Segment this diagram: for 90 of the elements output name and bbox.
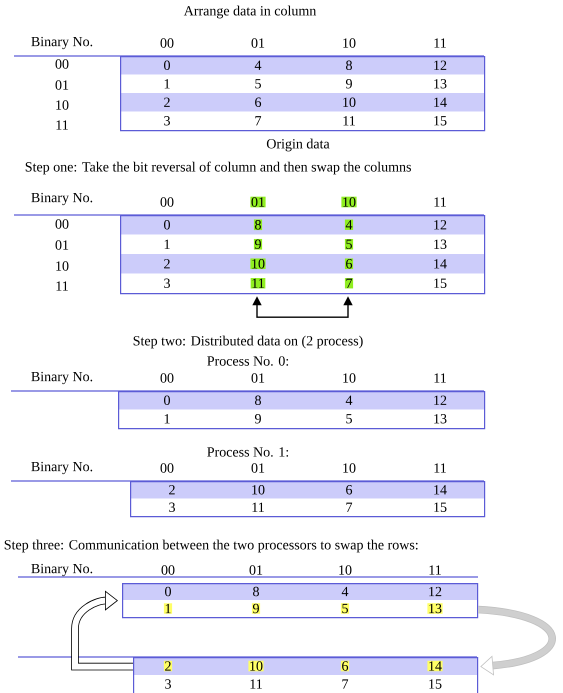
column-label: 01 [250,196,266,208]
table-cell: 7 [344,278,354,288]
table-cell: 0 [165,586,171,596]
table-cell: 5 [346,414,352,424]
table-cell: 8 [253,586,259,596]
data-table [130,481,486,518]
column-label: 01 [56,240,68,250]
table-cell: 11 [343,116,355,126]
table-cell: 3 [169,502,175,512]
table-cell: 0 [164,220,170,230]
table-cell: 1 [164,603,172,614]
step-heading: Step two: Distributed data on (2 process) [134,336,363,348]
table-cell: 11 [252,502,264,512]
column-label: 01 [252,463,264,473]
table-cell: 2 [169,485,175,494]
table-cell: 15 [434,502,446,512]
table-cell: 9 [252,603,260,614]
table-cell: 11 [250,679,262,689]
column-label: 11 [56,120,68,130]
column-label: 10 [56,261,68,271]
column-label: 10 [343,463,356,473]
column-label: Binary No. [31,462,92,474]
table-cell: 8 [346,60,352,70]
table-cell: 7 [346,502,352,512]
table-cell: 9 [254,414,261,424]
table-cell: 12 [429,586,442,596]
table-cell: 10 [252,485,264,494]
table-cell: 15 [434,116,446,126]
table-cell: 5 [255,79,261,88]
table-cell: 13 [434,79,446,88]
table-cell: 9 [346,79,352,88]
column-label: Binary No. [31,564,92,576]
step-heading: Step three: Communication between the two processors to swap the rows: [4,540,418,552]
arrow [71,590,133,670]
table-cell: 11 [250,278,266,288]
table-cell: 12 [434,60,446,70]
table-cell: 1 [164,414,170,424]
table-cell: 4 [346,396,352,405]
table-cell: 13 [427,603,443,614]
data-table [120,215,486,294]
column-label: Binary No. [31,192,92,206]
table-cell: 4 [342,586,348,596]
table-cell: 10 [343,98,356,107]
table-cell: 2 [164,98,170,107]
column-label: 00 [56,219,68,229]
column-label: 11 [56,281,68,291]
table-cell: 6 [255,98,262,107]
data-table [122,583,478,618]
table-cell: 10 [248,660,264,672]
table-cell: 13 [434,414,446,424]
table-cell: 12 [434,396,446,405]
subheading: Process No. 1: [207,447,288,457]
table-cell: 5 [340,603,350,614]
subheading: Process No. 0: [207,356,288,366]
table-cell: 0 [164,396,170,405]
data-table [118,391,486,430]
table-cell: 6 [346,485,352,494]
column-label: Binary No. [31,36,92,50]
arrow [478,606,556,676]
data-table [120,56,486,132]
table-cell: 4 [254,60,262,70]
table-cell: 2 [164,259,170,268]
table-cell: 5 [344,239,354,250]
heading: Arrange data in column [184,6,316,18]
step-heading: Step one: Take the bit reversal of column and then swap the columns [26,162,411,174]
column-label: 00 [56,59,68,69]
table-cell: 1 [164,240,170,249]
table-cell: 14 [434,485,447,494]
data-table [133,657,478,693]
column-label: 01 [56,80,68,90]
table-cell: 13 [434,240,446,249]
table-cell: 3 [164,278,170,288]
table-cell: 15 [434,278,446,288]
table-cell: 3 [164,116,170,126]
table-cell: 14 [434,98,447,107]
table-cell: 9 [254,238,262,250]
table-cell: 14 [434,259,447,268]
table-cell: 7 [342,679,348,689]
table-cell: 15 [429,679,442,689]
column-label: Binary No. [31,372,92,384]
table-cell: 0 [164,60,170,70]
column-label: 10 [56,100,68,110]
column-label: 10 [341,196,357,208]
table-cell: 7 [255,116,262,126]
table-cell: 12 [434,220,446,230]
column-label: 11 [434,463,446,473]
table-cell: 8 [255,396,261,405]
table-cell: 3 [165,679,171,689]
column-label: 00 [160,463,174,473]
table-cell: 1 [164,79,170,88]
